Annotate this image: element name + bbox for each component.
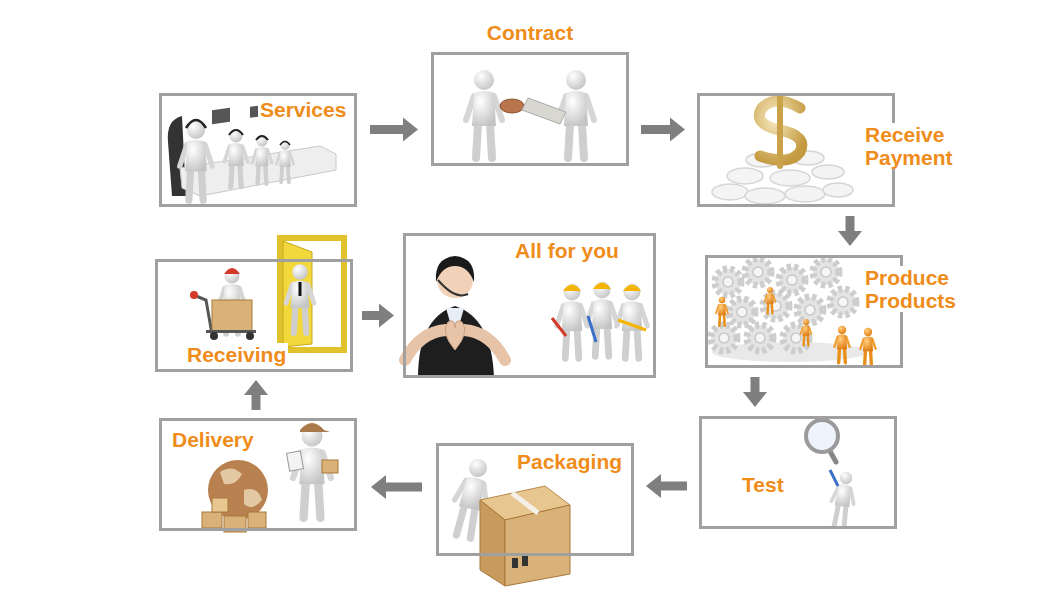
process-box: Receive Payment [697, 93, 895, 207]
arrow-shaft [370, 125, 403, 134]
process-box: Packaging [436, 443, 634, 556]
step-label: Receiving [185, 343, 288, 366]
process-box: Contract [431, 52, 629, 166]
step-label: All for you [513, 239, 621, 262]
arrow-head [403, 118, 418, 142]
arrow-head [379, 304, 394, 328]
arrow-shaft [252, 395, 261, 410]
step-label: Test [740, 473, 786, 496]
arrow-shaft [751, 377, 760, 392]
flow-arrow [838, 216, 862, 246]
arrow-head [244, 380, 268, 395]
arrow-head [371, 475, 386, 499]
process-box: Produce Products [705, 255, 903, 368]
arrow-head [743, 392, 767, 407]
arrow-shaft [641, 125, 670, 134]
step-label: Delivery [170, 428, 256, 451]
process-box: Services [159, 93, 357, 207]
arrow-shaft [846, 216, 855, 231]
process-box: Delivery [159, 418, 357, 531]
process-box: All for you [403, 233, 656, 378]
process-box: Test [699, 416, 897, 529]
flow-arrow [641, 118, 685, 142]
flow-arrow [743, 377, 767, 407]
flow-arrow [646, 474, 687, 498]
step-label: Services [258, 98, 348, 121]
arrow-shaft [661, 482, 687, 491]
flow-arrow [370, 118, 418, 142]
arrow-shaft [386, 483, 422, 492]
step-label: Receive Payment [863, 123, 971, 169]
flow-arrow [244, 380, 268, 410]
process-box: Receiving [155, 259, 353, 372]
flow-arrow [371, 475, 422, 499]
step-label: Produce Products [863, 266, 971, 312]
flow-arrow [362, 304, 394, 328]
step-label: Contract [434, 21, 626, 44]
arrow-head [838, 231, 862, 246]
arrow-head [670, 118, 685, 142]
arrow-shaft [362, 311, 379, 320]
step-label: Packaging [515, 450, 624, 473]
arrow-head [646, 474, 661, 498]
